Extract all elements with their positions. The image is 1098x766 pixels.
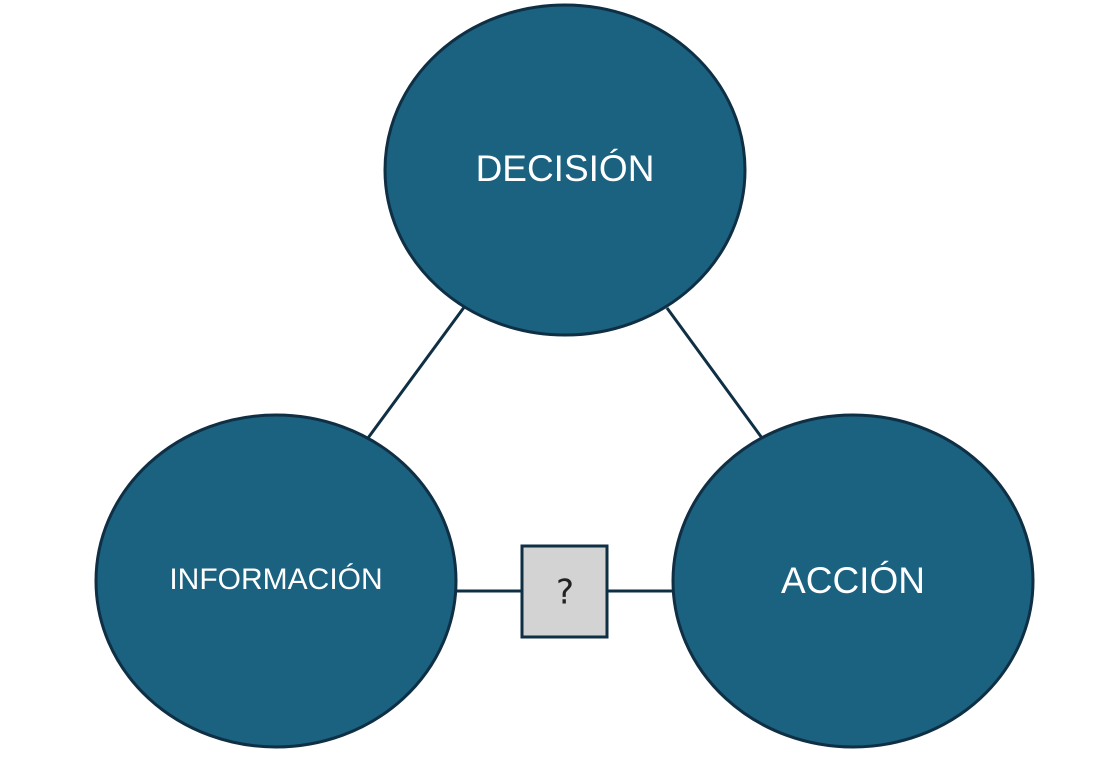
node-information-circle bbox=[94, 413, 458, 749]
node-decision-circle bbox=[383, 3, 747, 337]
connector-decision-action bbox=[665, 307, 764, 439]
node-information: INFORMACIÓN bbox=[94, 413, 458, 749]
connector-decision-information bbox=[366, 305, 467, 439]
node-information-label: INFORMACIÓN bbox=[169, 563, 382, 596]
node-action: ACCIÓN bbox=[671, 413, 1035, 749]
node-action-label: ACCIÓN bbox=[781, 560, 925, 601]
node-action-circle bbox=[671, 413, 1035, 749]
node-decision-label: DECISIÓN bbox=[476, 148, 655, 189]
question-box: ? bbox=[520, 544, 609, 639]
question-mark-icon: ? bbox=[556, 573, 574, 613]
question-box-rect bbox=[520, 544, 609, 639]
node-decision: DECISIÓN bbox=[383, 3, 747, 337]
